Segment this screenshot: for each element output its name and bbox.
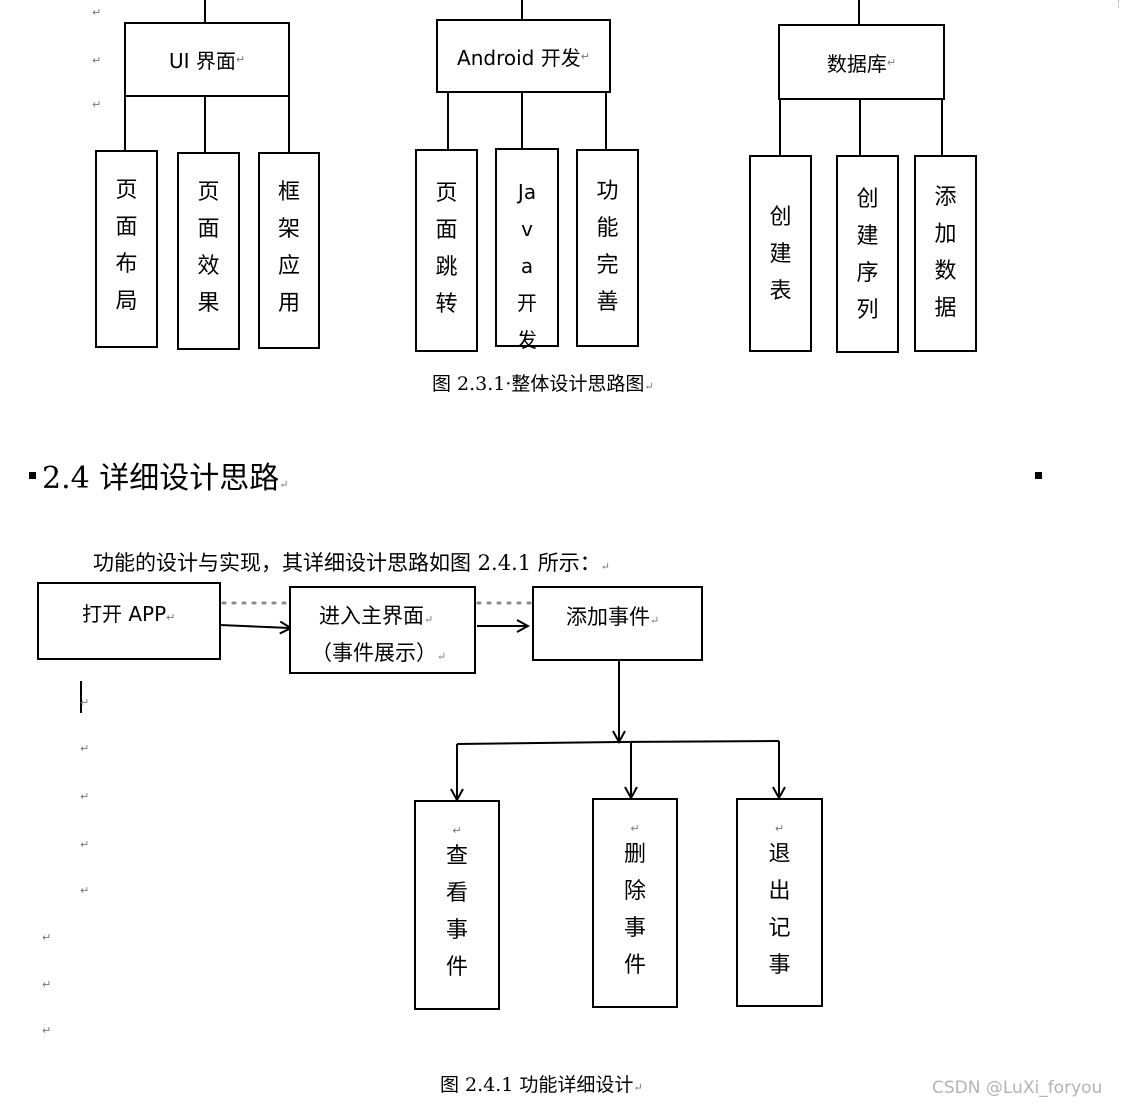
return-mark: ↵: [644, 380, 654, 393]
view-event-box: ↵ 查看事件: [414, 800, 500, 1010]
return-mark: ↵: [886, 55, 897, 69]
return-mark: ↵: [80, 790, 90, 803]
return-mark: ↵: [452, 824, 462, 837]
return-mark: ↵: [92, 54, 102, 67]
vertical-label: Java开发: [517, 180, 537, 352]
child-box-framework: 框架应用: [258, 152, 320, 349]
main-screen-box: 进入主界面↵ （事件展示）↵: [289, 586, 476, 674]
return-mark: ↵: [92, 6, 102, 19]
vertical-label: 页面跳转: [435, 181, 458, 317]
child-box-page-layout: 页面布局: [95, 150, 158, 348]
vertical-label: 查看事件: [446, 844, 469, 980]
return-mark: ↵: [774, 822, 785, 835]
child-box-add-data: 添加数据: [914, 155, 977, 352]
return-mark: ↵: [580, 49, 590, 63]
return-mark: ↵: [80, 742, 90, 755]
figure-caption-1: 图 2.3.1·整体设计思路图↵: [432, 373, 654, 395]
return-mark: ↵: [279, 478, 289, 491]
return-mark: ↵: [42, 1024, 52, 1037]
return-mark: ↵: [80, 838, 90, 851]
vertical-label: 页面效果: [197, 180, 220, 316]
heading-end-mark: [1035, 472, 1042, 479]
return-mark: ↵: [235, 53, 246, 66]
main-screen-sublabel: （事件展示）: [311, 641, 437, 665]
heading-bullet: [29, 472, 36, 479]
main-screen-label: 进入主界面: [319, 604, 424, 628]
delete-event-box: ↵ 删除事件: [592, 798, 678, 1008]
watermark: CSDN @LuXi_foryou: [932, 1078, 1103, 1098]
open-app-label: 打开 APP: [82, 602, 167, 626]
return-mark: ↵: [80, 696, 90, 709]
return-mark: ↵: [633, 1081, 643, 1094]
return-mark: ↵: [424, 613, 434, 626]
return-mark: ↵: [630, 822, 640, 835]
child-box-page-jump: 页面跳转: [415, 149, 478, 352]
add-event-label: 添加事件: [566, 605, 650, 629]
vertical-label: 框架应用: [278, 180, 301, 316]
ui-interface-label: UI 界面: [168, 49, 236, 73]
vertical-label: 添加数据: [934, 185, 957, 321]
database-box: 数据库↵: [778, 24, 945, 100]
section-paragraph: 功能的设计与实现，其详细设计思路如图 2.4.1 所示：↵: [93, 551, 611, 575]
figure-caption-2: 图 2.4.1 功能详细设计↵: [440, 1074, 643, 1096]
child-box-create-table: 创建表: [749, 155, 812, 352]
child-box-feature-complete: 功能完善: [576, 149, 639, 347]
return-mark: ↵: [600, 560, 611, 573]
vertical-label: 创建序列: [856, 187, 879, 323]
child-box-page-effect: 页面效果: [177, 152, 240, 350]
exit-notes-box: ↵ 退出记事: [736, 798, 823, 1007]
vertical-label: 删除事件: [624, 842, 647, 978]
return-mark: ↵: [650, 614, 660, 627]
android-dev-box: Android 开发↵: [436, 19, 611, 93]
vertical-label: 退出记事: [768, 842, 791, 978]
open-app-box: 打开 APP↵: [37, 582, 221, 660]
return-mark: ↵: [80, 884, 90, 897]
return-mark: ↵: [42, 978, 52, 991]
vertical-label: 页面布局: [115, 178, 138, 314]
return-mark: ↵: [166, 611, 176, 624]
add-event-box: 添加事件↵: [532, 586, 703, 661]
text-cursor: [80, 681, 82, 713]
child-box-java-dev: Java开发: [495, 148, 559, 352]
return-mark: ↵: [92, 98, 102, 111]
vertical-label: 创建表: [769, 205, 792, 304]
vertical-label: 功能完善: [596, 179, 619, 315]
return-mark: ↵: [437, 650, 447, 663]
database-label: 数据库: [826, 51, 887, 76]
child-box-create-sequence: 创建序列: [836, 155, 899, 353]
android-dev-label: Android 开发: [457, 45, 581, 70]
return-mark: ↵: [42, 931, 52, 944]
section-heading: 2.4 详细设计思路↵: [42, 461, 289, 496]
margin-marker: [1118, 0, 1119, 8]
ui-interface-box: UI 界面↵: [124, 22, 290, 97]
